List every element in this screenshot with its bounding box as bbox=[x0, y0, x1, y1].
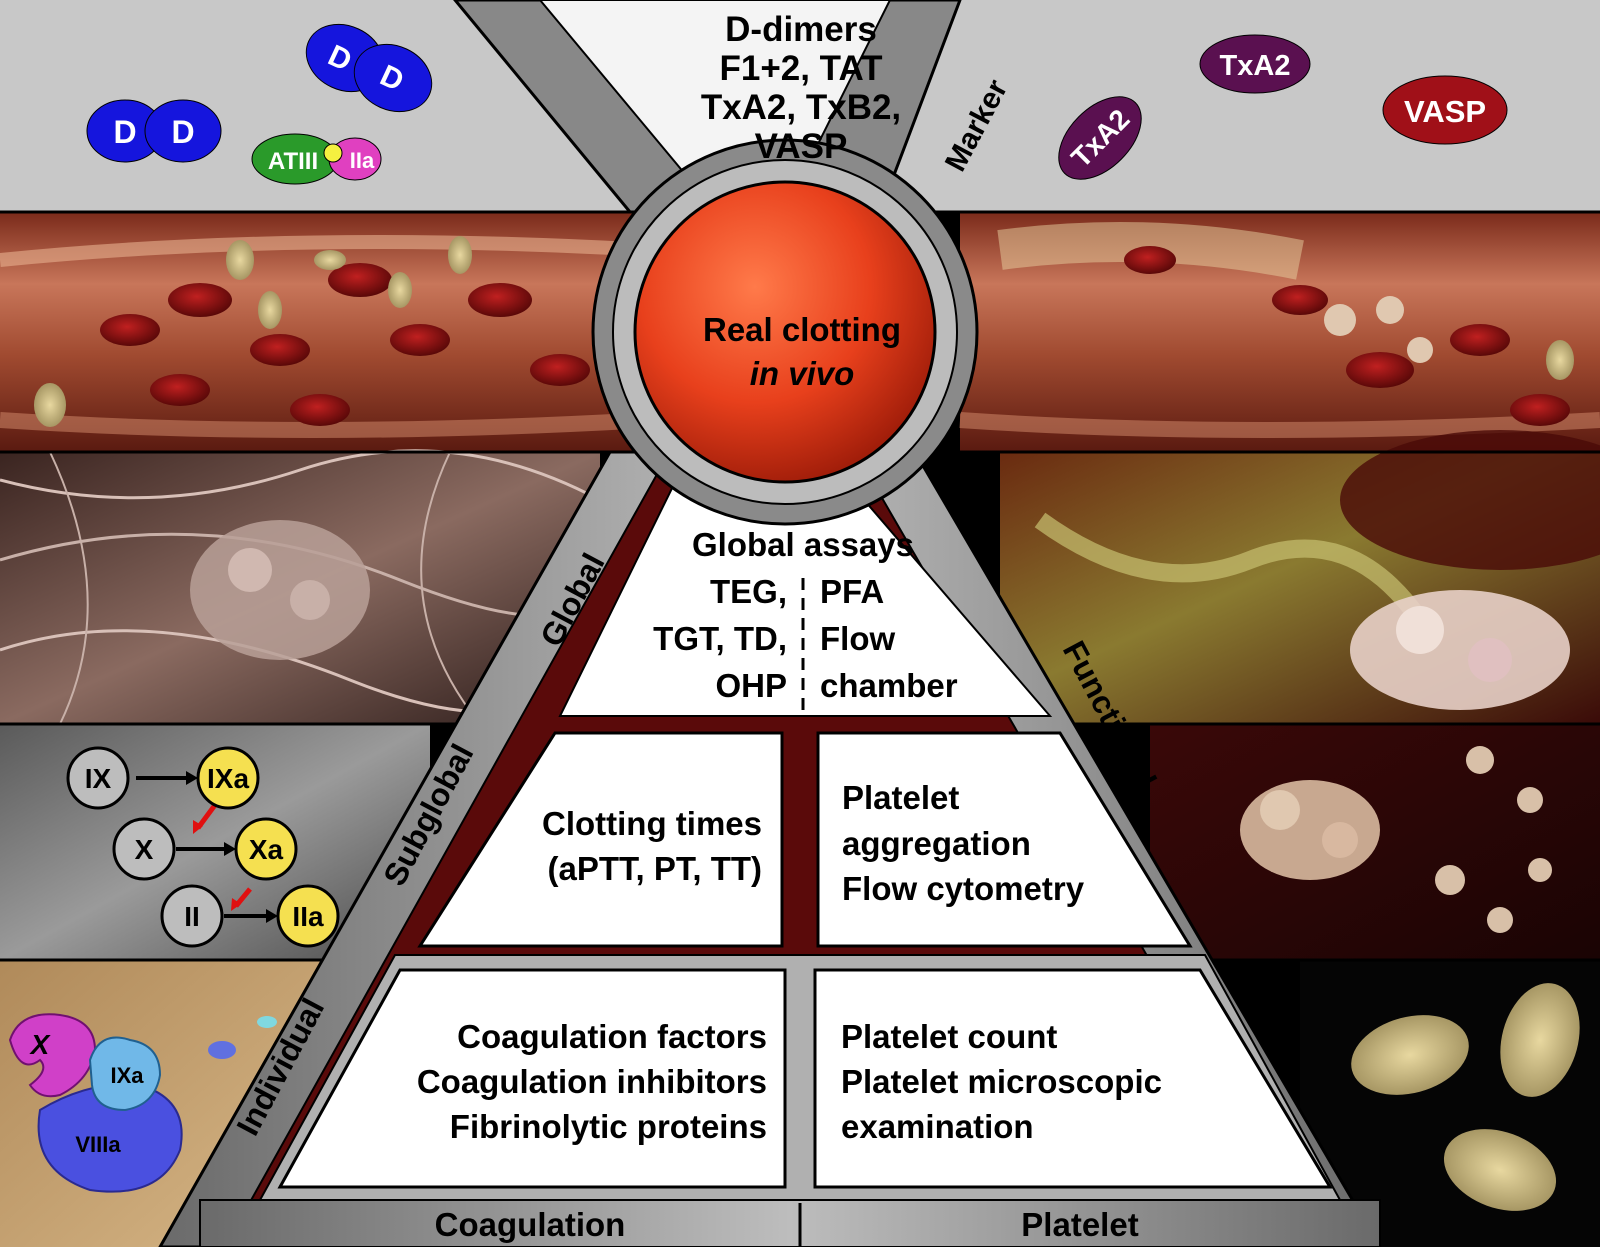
subglobal-platelet-box bbox=[816, 731, 1193, 948]
platelet-aggregation-line-2: aggregation bbox=[842, 825, 1031, 862]
subglobal-coag-box bbox=[417, 731, 784, 948]
global-assays-left: TEG, TGT, TD, OHP bbox=[653, 573, 787, 704]
factor-xa-label: Xa bbox=[249, 834, 284, 865]
individual-coag-box bbox=[277, 968, 787, 1189]
txa2-molecule: TxA2 bbox=[1199, 34, 1311, 94]
complex-x-label: X bbox=[29, 1029, 52, 1060]
coagulation-cascade: IX IXa X Xa II IIa bbox=[66, 746, 340, 948]
marker-line-1: D-dimers bbox=[725, 10, 877, 49]
red-blood-cells bbox=[1351, 983, 1580, 1211]
marker-line-3: TxA2, TxB2, bbox=[701, 88, 901, 127]
activated-platelet-sem-image bbox=[1000, 430, 1600, 724]
global-assays-right: PFA Flow chamber bbox=[820, 573, 958, 704]
small-molecule bbox=[208, 1041, 236, 1059]
complex-ixa-label: IXa bbox=[110, 1063, 144, 1088]
marker-line-4: VASP bbox=[755, 127, 848, 166]
activated-platelets-image bbox=[1150, 724, 1600, 960]
individual-platelet-text: Platelet count Platelet microscopic exam… bbox=[841, 1018, 1162, 1145]
global-left-line-3: OHP bbox=[715, 667, 787, 704]
d-label: D bbox=[171, 114, 194, 150]
subglobal-platelet-text: Platelet aggregation Flow cytometry bbox=[842, 779, 1085, 907]
vasp-label: VASP bbox=[1404, 94, 1486, 129]
platelet-microscopic: Platelet microscopic bbox=[841, 1063, 1162, 1100]
factor-ix-node bbox=[66, 746, 130, 810]
individual-platelet-box bbox=[813, 968, 1333, 1189]
factor-ii-node bbox=[160, 884, 224, 948]
factor-iia-node bbox=[276, 884, 340, 948]
vasp-molecule: VASP bbox=[1382, 75, 1508, 145]
tenase-complex: X IXa VIIIa bbox=[8, 1013, 277, 1193]
clotting-times-line-2: (aPTT, PT, TT) bbox=[548, 850, 763, 887]
vessel-illustration-left bbox=[0, 212, 651, 452]
center-title: Real clotting bbox=[703, 311, 901, 348]
bottom-label-band bbox=[199, 1199, 1381, 1247]
coagulation-factors: Coagulation factors bbox=[457, 1018, 767, 1055]
atiii-label: ATIII bbox=[268, 148, 318, 175]
ixa-shape bbox=[88, 1036, 162, 1112]
factor-ix-label: IX bbox=[85, 763, 112, 794]
global-left-line-1: TEG, bbox=[710, 573, 787, 610]
global-left-line-2: TGT, TD, bbox=[653, 620, 787, 657]
subglobal-coag-text: Clotting times (aPTT, PT, TT) bbox=[542, 805, 762, 887]
factor-ii-label: II bbox=[184, 901, 200, 932]
platelet-examination: examination bbox=[841, 1108, 1034, 1145]
complex-viiia-label: VIIIa bbox=[75, 1132, 121, 1157]
global-assays-title: Global assays bbox=[692, 526, 914, 563]
x-shape bbox=[8, 1013, 97, 1098]
factor-ixa-node bbox=[196, 746, 260, 810]
factor-ixa-label: IXa bbox=[207, 763, 249, 794]
txa2-label: TxA2 bbox=[1220, 50, 1291, 82]
d-dimer-molecule-left: D D bbox=[86, 99, 222, 163]
individual-coag-text: Coagulation factors Coagulation inhibito… bbox=[417, 1018, 767, 1145]
marker-list: D-dimers F1+2, TAT TxA2, TxB2, VASP bbox=[701, 10, 901, 166]
global-right-line-2: Flow bbox=[820, 620, 895, 657]
d-dimer-molecule-right: D D bbox=[305, 23, 433, 113]
factor-x-node bbox=[112, 817, 176, 881]
platelet-count: Platelet count bbox=[841, 1018, 1057, 1055]
d-label: D bbox=[113, 114, 136, 150]
global-right-line-1: PFA bbox=[820, 573, 884, 610]
fibrinolytic-proteins: Fibrinolytic proteins bbox=[450, 1108, 767, 1145]
cascade-arrows bbox=[136, 771, 278, 923]
small-molecule bbox=[257, 1016, 277, 1028]
global-right-line-3: chamber bbox=[820, 667, 958, 704]
vessel-illustration-right bbox=[959, 212, 1600, 452]
center-subtitle: in vivo bbox=[750, 355, 855, 392]
bottom-platelet-label: Platelet bbox=[1021, 1206, 1138, 1243]
bottom-coagulation-label: Coagulation bbox=[435, 1206, 626, 1243]
iia-label: IIa bbox=[350, 148, 375, 173]
platelet-aggregation-line-3: Flow cytometry bbox=[842, 870, 1085, 907]
atiii-iia-complex: ATIII IIa bbox=[251, 133, 382, 185]
center-sphere bbox=[633, 180, 937, 484]
factor-xa-node bbox=[234, 817, 298, 881]
cascade-activation-arrows bbox=[193, 803, 252, 911]
marker-line-2: F1+2, TAT bbox=[719, 49, 882, 88]
platelet-aggregation-line-1: Platelet bbox=[842, 779, 959, 816]
factor-iia-label: IIa bbox=[292, 901, 324, 932]
coagulation-inhibitors: Coagulation inhibitors bbox=[417, 1063, 767, 1100]
clotting-times-line-1: Clotting times bbox=[542, 805, 762, 842]
factor-x-label: X bbox=[135, 834, 154, 865]
